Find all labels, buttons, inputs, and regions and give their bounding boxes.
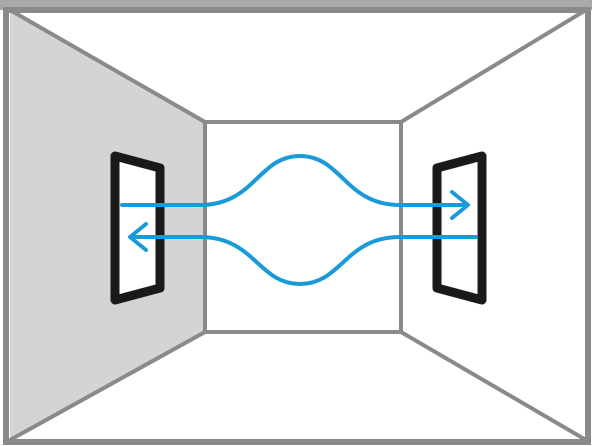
arrow-right-to-left xyxy=(130,235,478,287)
ceiling-right-edge xyxy=(399,8,588,124)
ceiling-left-edge xyxy=(9,8,206,124)
arrow-head-left-icon xyxy=(128,222,148,252)
right-device-icon xyxy=(432,151,487,305)
back-wall xyxy=(203,120,403,334)
arrow-head-right-icon xyxy=(450,190,470,220)
floor-right-edge xyxy=(399,330,588,442)
outer-frame xyxy=(3,7,591,445)
left-wall xyxy=(10,10,205,440)
left-device-icon xyxy=(110,151,165,305)
arrow-left-to-right xyxy=(120,153,468,207)
top-frame-band xyxy=(0,0,592,10)
floor-left-edge xyxy=(9,330,206,442)
